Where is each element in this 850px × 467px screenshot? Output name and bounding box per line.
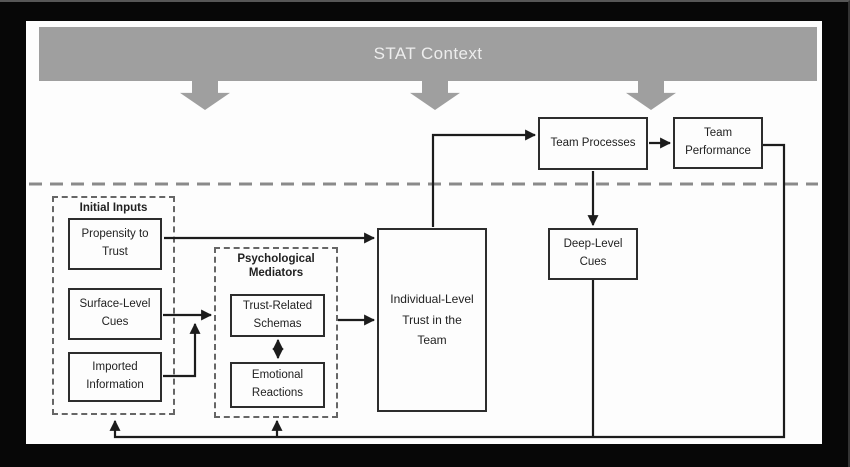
propensity-to-trust-label: Propensity to Trust	[81, 228, 149, 258]
box-propensity-to-trust: Propensity to Trust	[68, 218, 162, 270]
diagram-canvas: STAT Context Initial Inputs Psychologica…	[26, 21, 822, 444]
box-individual-level-trust: Individual-Level Trust in the Team	[377, 228, 487, 412]
team-performance-label: Team Performance	[685, 127, 751, 157]
arrow-individual-trust-to-team-processes	[431, 129, 537, 227]
initial-inputs-label: Initial Inputs	[79, 202, 148, 214]
box-trust-related-schemas: Trust-Related Schemas	[230, 294, 325, 337]
context-down-arrow-icon	[626, 80, 676, 110]
psychological-mediators-label: Psychological Mediators	[237, 253, 315, 280]
box-emotional-reactions: Emotional Reactions	[230, 362, 325, 408]
trust-related-schemas-label: Trust-Related Schemas	[242, 299, 313, 330]
box-team-processes: Team Processes	[538, 117, 648, 170]
surface-level-cues-label: Surface-Level Cues	[79, 298, 151, 328]
context-down-arrow-icon	[180, 80, 230, 110]
individual-level-trust-label: Individual-Level Trust in the Team	[390, 292, 474, 348]
box-surface-level-cues: Surface-Level Cues	[68, 288, 162, 340]
team-processes-label: Team Processes	[550, 136, 636, 149]
imported-information-label: Imported Information	[86, 361, 144, 391]
deep-level-cues-label: Deep-Level Cues	[563, 238, 623, 268]
emotional-reactions-label: Emotional Reactions	[251, 369, 304, 399]
context-down-arrow-icon	[410, 80, 460, 110]
box-imported-information: Imported Information	[68, 352, 162, 402]
stat-context-banner: STAT Context	[39, 27, 817, 81]
box-deep-level-cues: Deep-Level Cues	[548, 228, 638, 280]
box-team-performance: Team Performance	[673, 117, 763, 169]
stat-context-label: STAT Context	[373, 44, 483, 63]
